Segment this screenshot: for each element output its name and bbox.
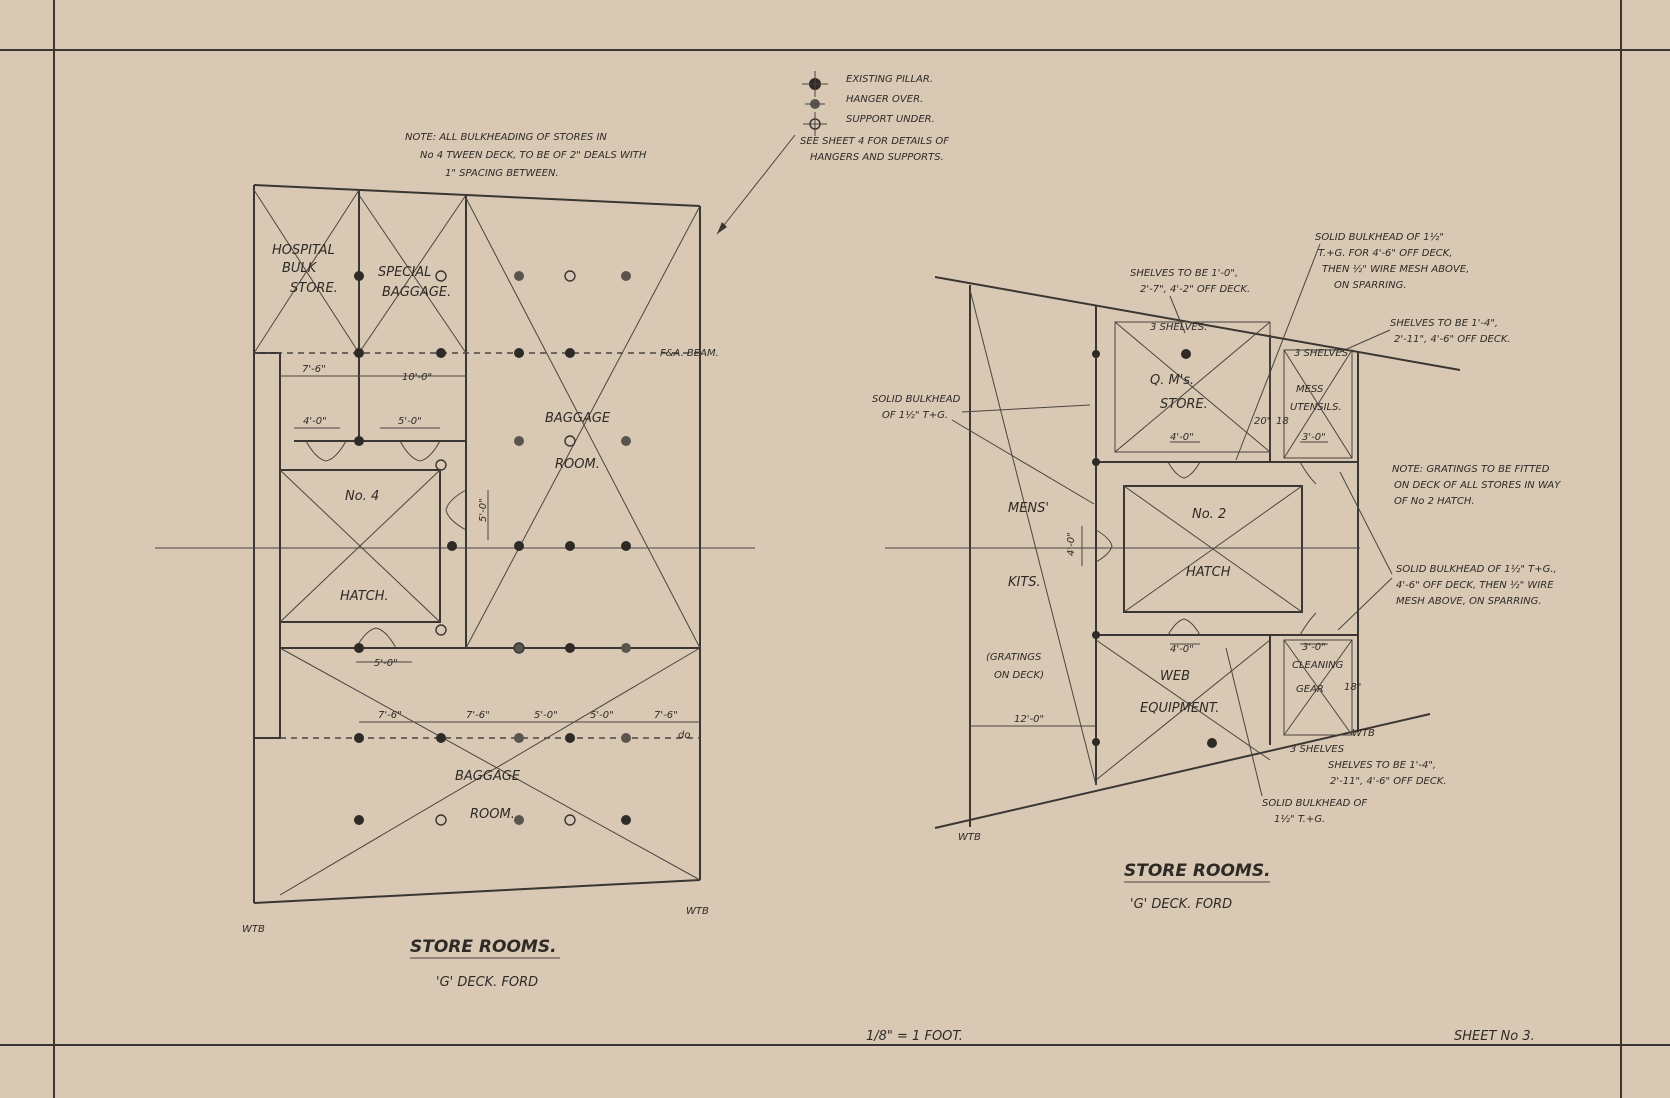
left-plan: NOTE: ALL BULKHEADING OF STORES IN No 4 … xyxy=(155,132,755,990)
left-note-2: No 4 TWEEN DECK, TO BE OF 2" DEALS WITH xyxy=(420,150,647,161)
shelves-a-2: 2'-7", 4'-2" OFF DECK. xyxy=(1140,284,1250,295)
mess-label-1: MESS xyxy=(1296,384,1324,395)
right-wtb-right: WTB xyxy=(1352,728,1375,739)
legend-support-under: SUPPORT UNDER. xyxy=(846,114,935,125)
right-pillars xyxy=(1092,349,1217,748)
mess-dim-20: 20" xyxy=(1254,416,1271,427)
left-pillars xyxy=(354,271,631,825)
three-shelves-c: 3 SHELVES xyxy=(1290,744,1345,755)
solid-left-1: SOLID BULKHEAD xyxy=(872,394,961,405)
dim-5-0-vertical: 5'-0" xyxy=(478,498,489,522)
scale-label: 1/8" = 1 FOOT. xyxy=(866,1029,963,1044)
legend-existing-pillar: EXISTING PILLAR. xyxy=(846,74,933,85)
legend: EXISTING PILLAR. HANGER OVER. SUPPORT UN… xyxy=(716,71,949,235)
shelves-a-1: SHELVES TO BE 1'-0", xyxy=(1130,268,1238,279)
solid-top-3: THEN ½" WIRE MESH ABOVE, xyxy=(1322,263,1469,275)
right-plan-title: STORE ROOMS. xyxy=(1124,861,1271,881)
gratings-label-1: (GRATINGS xyxy=(986,652,1042,663)
three-shelves-a: 3 SHELVES. xyxy=(1150,322,1207,333)
dim-7-6-upper: 7'-6" xyxy=(302,364,326,375)
left-note-1: NOTE: ALL BULKHEADING OF STORES IN xyxy=(405,132,607,143)
mens-label-2: KITS. xyxy=(1008,575,1041,590)
right-dim-4-0-lower: 4'-0" xyxy=(1170,644,1194,655)
right-dim-12-0: 12'-0" xyxy=(1014,714,1044,725)
dim-row-3: 5'-0" xyxy=(534,710,558,721)
right-hatch-label: HATCH xyxy=(1186,565,1231,580)
cleaning-label-2: GEAR xyxy=(1296,684,1324,695)
web-label-2: EQUIPMENT. xyxy=(1140,701,1219,716)
left-wtb-right: WTB xyxy=(686,906,709,917)
shelves-c-1: SHELVES TO BE 1'-4", xyxy=(1328,760,1436,771)
right-dim-4-0-vertical: 4'-0" xyxy=(1066,532,1077,556)
web-label-1: WEB xyxy=(1160,669,1190,684)
right-note-1: NOTE: GRATINGS TO BE FITTED xyxy=(1392,464,1550,475)
hospital-label-3: STORE. xyxy=(290,281,338,296)
solid-top-2: T.+G. FOR 4'-6" OFF DECK, xyxy=(1318,248,1453,259)
qm-label-1: Q. M's. xyxy=(1150,373,1194,388)
solid-bottom-2: 1½" T.+G. xyxy=(1274,813,1325,825)
dim-10-0: 10'-0" xyxy=(402,372,432,383)
solid-top-4: ON SPARRING. xyxy=(1334,280,1407,291)
legend-see-sheet-2: HANGERS AND SUPPORTS. xyxy=(810,152,944,163)
mess-label-2: UTENSILS. xyxy=(1290,402,1342,413)
dim-row-1: 7'-6" xyxy=(378,710,402,721)
qm-label-2: STORE. xyxy=(1160,397,1208,412)
dim-row-5: 7'-6" xyxy=(654,710,678,721)
right-dim-3-0-upper: 3'-0" xyxy=(1302,432,1326,443)
left-note-3: 1" SPACING BETWEEN. xyxy=(445,168,559,179)
cleaning-label-1: CLEANING xyxy=(1292,660,1344,671)
baggage-room-label-2: ROOM. xyxy=(555,457,600,472)
shelves-b-1: SHELVES TO BE 1'-4", xyxy=(1390,318,1498,329)
left-plan-subtitle: 'G' DECK. FORD xyxy=(436,975,538,990)
solid-left-2: OF 1½" T+G. xyxy=(882,409,948,421)
baggage-room-label-1: BAGGAGE xyxy=(545,411,611,426)
left-plan-title: STORE ROOMS. xyxy=(410,937,557,957)
special-label-2: BAGGAGE. xyxy=(382,285,451,300)
right-note-3: OF No 2 HATCH. xyxy=(1394,496,1475,507)
solid-right-2: 4'-6" OFF DECK, THEN ½" WIRE xyxy=(1396,579,1554,591)
solid-top-1: SOLID BULKHEAD OF 1½" xyxy=(1315,231,1444,243)
left-hatch-number: No. 4 xyxy=(345,489,379,504)
right-plan-subtitle: 'G' DECK. FORD xyxy=(1130,897,1232,912)
right-dim-4-0-upper: 4'-0" xyxy=(1170,432,1194,443)
legend-hanger-over: HANGER OVER. xyxy=(846,94,923,105)
left-hangers xyxy=(514,271,631,825)
solid-right-1: SOLID BULKHEAD OF 1½" T+G., xyxy=(1396,563,1557,575)
right-note-2: ON DECK OF ALL STORES IN WAY xyxy=(1394,480,1561,491)
cleaning-dim-18: 18" xyxy=(1344,682,1361,693)
baggage-lower-label-2: ROOM. xyxy=(470,807,515,822)
mess-dim-18: 18 xyxy=(1276,416,1289,427)
ditto-label: do xyxy=(678,730,690,741)
solid-bottom-1: SOLID BULKHEAD OF xyxy=(1262,798,1367,809)
baggage-lower-label-1: BAGGAGE xyxy=(455,769,521,784)
dim-row-2: 7'-6" xyxy=(466,710,490,721)
dim-5-0-upper: 5'-0" xyxy=(398,416,422,427)
left-supports xyxy=(435,270,576,826)
right-plan: No. 2 HATCH SHELVES TO BE 1'-0", 2'-7 xyxy=(872,231,1561,912)
right-hatch-number: No. 2 xyxy=(1192,507,1226,522)
solid-right-3: MESH ABOVE, ON SPARRING. xyxy=(1396,596,1542,607)
shelves-c-2: 2'-11", 4'-6" OFF DECK. xyxy=(1330,776,1447,787)
special-label-1: SPECIAL xyxy=(378,265,431,280)
left-wtb-left: WTB xyxy=(242,924,265,935)
legend-see-sheet-1: SEE SHEET 4 FOR DETAILS OF xyxy=(800,136,949,147)
left-hatch-label: HATCH. xyxy=(340,589,389,604)
hospital-label-1: HOSPITAL xyxy=(272,243,335,258)
shelves-b-2: 2'-11", 4'-6" OFF DECK. xyxy=(1394,334,1511,345)
dim-row-4: 5'-0" xyxy=(590,710,614,721)
sheet-number: SHEET No 3. xyxy=(1454,1029,1535,1044)
dim-5-0-lower: 5'-0" xyxy=(374,658,398,669)
dim-4-0: 4'-0" xyxy=(303,416,327,427)
right-wtb-left: WTB xyxy=(958,832,981,843)
mens-label-1: MENS' xyxy=(1008,501,1049,516)
gratings-label-2: ON DECK) xyxy=(994,670,1044,681)
right-dim-3-0-lower: 3'-0" xyxy=(1302,642,1326,653)
beam-label: F&A. BEAM. xyxy=(660,348,719,359)
three-shelves-b: 3 SHELVES xyxy=(1294,348,1349,359)
hospital-label-2: BULK xyxy=(282,261,318,276)
